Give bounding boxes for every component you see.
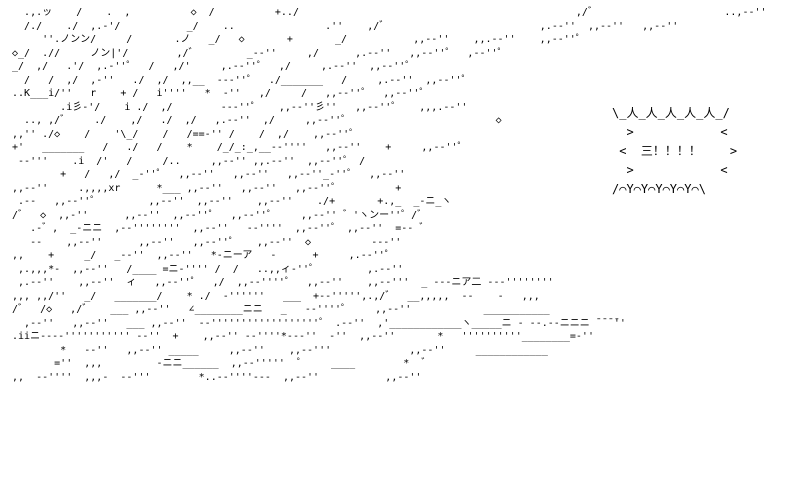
bubble-left-edge: < [612, 144, 641, 158]
ascii-line: ,.,,,*- ,,-‐'' /____ =ニ-'''' / / ..,,ィ-'… [6, 263, 404, 275]
ascii-line: .., ,/゛ ./ ,/ ./ ,/ ,.-‐'' ,/ ,,-‐''゜ ◇ [6, 115, 502, 126]
ascii-line: /゛ ◇ ,,-'' ,,-‐'' ,,-‐''゜ ,,-‐''゜ ,,-‐''… [6, 209, 428, 221]
ascii-line: _/ ,/ .'/ ,.-''゜ / ,/' ,.-‐''゜ ,/ ,.-‐''… [6, 61, 416, 72]
bubble-left-edge: > [612, 125, 634, 139]
ascii-line: ''.ノンン/ / .ノ _/ ◇ + _/ ,,-‐'' ,,.-‐'' ,,… [6, 34, 586, 45]
ascii-line: * -‐'' ,,-‐'' _____ ,,-‐'' ,,-‐''' ,,-‐'… [6, 344, 548, 356]
ascii-line: .i彡-'/ i ./ ,/ ‐--''゜ ,,-‐''彡'' ,,-‐''゜ … [6, 101, 468, 113]
ascii-line: ,, + _/ _-‐'' ,,-‐'' *-ニーア - + ,.-‐''゜ [6, 250, 395, 261]
bubble-left-edge: > [612, 163, 634, 177]
bubble-bottom-edge: /⌒Y⌒Y⌒Y⌒Y⌒Y⌒\ [612, 182, 706, 196]
ascii-line: ◇_/ .// ノン|'/ ,/゛ _-‐'' ,/ ,.-‐'' ,,-‐''… [6, 47, 508, 59]
bubble-right-edge: < [720, 125, 728, 139]
ascii-line: + / ,/ _-''゜ ,,-‐'' ,,-‐'' ,,-‐''_-''゜ ,… [6, 169, 406, 180]
ascii-line: ,,, ,,/'' _/ _______/ * ./ -'''''' ___ +… [6, 290, 540, 302]
ascii-line: / / ,/ ,-'' ./ ,/ ,,__ ‐--''゜ ./_______ … [6, 74, 472, 86]
ascii-line: ..K___i/'' r + / i'''' * -'' ,/ / ,,-‐''… [6, 88, 430, 99]
ascii-line: ,, -‐'''' ,,,- -‐''' *..--''''--- ,,-‐''… [6, 371, 422, 383]
ascii-line: ,-‐'' ,,-‐'' ___ ,,-‐'' -‐''''''''''''''… [6, 317, 626, 329]
ascii-line: ='' ,,, -ニニ______ ,,-‐''''' ゜ ____ * ゛ [6, 358, 432, 369]
ascii-line: .iiニ----''''''''''' -‐'' + ,,-‐'' -‐''''… [6, 331, 594, 342]
ascii-line: .-- ,,-‐''゜ ,,-‐'' ,,-‐'' ,,-‐'' ./+ +.,… [6, 196, 452, 207]
ascii-art-body: .,.ッ / . , ◇ / +../ ,/゛ ..,-‐'' _-‐'' /.… [6, 6, 800, 384]
ascii-line: +' _______ / ./ / * /_/_:_,__-‐'''' ,,-‐… [6, 142, 468, 153]
ascii-line: /゛ /◇ ,/゛ ___ ,,-‐'' ∠________ニニ _ -‐'''… [6, 304, 550, 315]
bubble-top-edge: \_人_人_人_人_人_/ [612, 106, 730, 120]
bubble-right-edge: < [720, 163, 728, 177]
ascii-line: ,.-‐'' ,,-‐'' ィ ,,-‐''゜ ,/ ,,-‐''''゜ ,,-… [6, 277, 554, 288]
ascii-line: .,.ッ / . , ◇ / +../ ,/゛ ..,-‐'' _-‐'' [6, 7, 800, 18]
ascii-line: ,,'' ./◇ / '\_/ / /==-'' / / ,/ ,,-‐''゜ [6, 128, 360, 140]
ascii-line: .-゛, _-ニニ ,-‐'''''''' ,,-‐'' -‐'''' ,,-‐… [6, 223, 430, 234]
bubble-shout-text: 三！！！！ [640, 144, 701, 158]
ascii-line: ,,-‐'' .,,,,xr *___ ,,-‐'' ,,-‐'' ,,-‐''… [6, 182, 402, 194]
bubble-right-edge: > [700, 144, 738, 158]
ascii-line: -‐''' .i /' / /.. ,,-‐'' ,,.-‐'' ,,-‐''゜… [6, 155, 366, 167]
ascii-line: /./ ./ ,.-'/ _/ .. .'' ,/゛ ,.-‐'' ,,-‐''… [6, 20, 679, 32]
ascii-line: -- ,,-‐'' ,,-‐'' ,,-‐''゜ ,,-‐'' ◇ ‐-‐'' [6, 236, 402, 248]
shout-speech-bubble: \_人_人_人_人_人_/ > < < 三！！！！ > > < /⌒Y⌒Y⌒Y⌒… [612, 104, 737, 199]
